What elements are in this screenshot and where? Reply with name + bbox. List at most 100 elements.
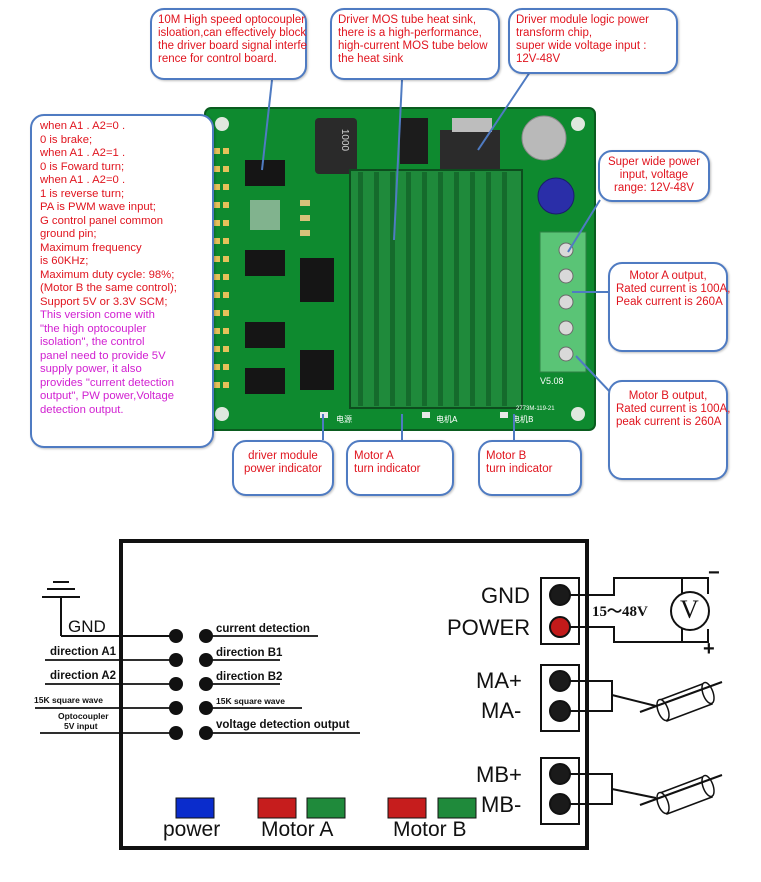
pin-label-direction-a1: direction A1 — [50, 646, 117, 658]
terminal-screw — [558, 268, 574, 284]
heatsink-fin — [374, 172, 379, 406]
callout-line: 1 is reverse turn; — [40, 187, 125, 200]
callout-line: PA is PWM wave input; — [40, 201, 156, 213]
capacitor-silver — [521, 115, 567, 161]
callout-line: there is a high-performance, — [338, 27, 482, 39]
callout-line: power indicator — [244, 463, 322, 475]
callout-optocoupler: 10M High speed optocoupler isloation,can… — [150, 8, 307, 80]
optocoupler-chip — [245, 250, 285, 276]
terminal-label-mb-minus: MB- — [481, 792, 522, 817]
callout-line: Driver module logic power — [516, 14, 649, 26]
mounting-hole — [571, 117, 585, 131]
callout-line: isloation,can effectively block — [158, 27, 307, 39]
optocoupler-chip — [245, 368, 285, 394]
regulator-tab — [452, 118, 492, 132]
legend-motor-b-label: Motor B — [393, 818, 467, 841]
terminal-label-ma-minus: MA- — [481, 698, 522, 723]
header-pin — [223, 292, 229, 298]
callout-line-highlight: isolation", the control — [40, 336, 145, 348]
callout-line: when A1 . A2=0 . — [40, 120, 126, 132]
pin-label-current-detection: current detection — [216, 623, 310, 635]
heatsink-fin — [390, 172, 395, 406]
callout-line: turn indicator — [354, 463, 421, 475]
callout-motor-b-output: Motor B output, Rated current is 100A, p… — [608, 380, 730, 480]
heatsink-fin — [502, 172, 507, 406]
pin-label-opto-input-1: Optocoupler — [58, 711, 109, 721]
header-pin — [223, 274, 229, 280]
callout-line: 10M High speed optocoupler — [158, 14, 306, 26]
silk-motor-b-label: 电机B — [512, 414, 534, 424]
heatsink-fin — [358, 172, 363, 406]
mounting-hole — [215, 117, 229, 131]
callout-line: rence for control board. — [158, 53, 277, 65]
terminal-screw — [558, 294, 574, 310]
callout-line: turn indicator — [486, 463, 553, 475]
voltage-range-label: 15～48V — [592, 604, 648, 620]
header-pin — [214, 328, 220, 334]
terminal-label-ma-plus: MA+ — [476, 668, 522, 693]
capacitor-1000uf — [315, 118, 357, 174]
callout-line: super wide voltage input : — [516, 40, 647, 52]
callout-line: input, voltage — [619, 169, 689, 181]
callout-line-highlight: "the high optocoupler — [40, 322, 147, 335]
header-pin — [223, 166, 229, 172]
callout-line: the heat sink — [338, 53, 404, 65]
heatsink-fin — [470, 172, 475, 406]
callout-line-highlight: output", PW power,Voltage — [40, 390, 175, 402]
callout-line: Motor B — [486, 450, 527, 462]
silk-power-label: 电源 — [336, 414, 352, 424]
header-pin — [223, 382, 229, 388]
heatsink-fin — [486, 172, 491, 406]
header-pin — [214, 346, 220, 352]
header-pin — [214, 220, 220, 226]
date-code: 2773M-119-21 — [516, 406, 555, 412]
heatsink-fin — [454, 172, 459, 406]
callout-line: Motor A — [354, 450, 394, 462]
header-pin — [223, 148, 229, 154]
callout-line: the driver board signal interfe — [158, 40, 307, 52]
smd-component — [300, 200, 310, 206]
callout-line: peak current is 260A — [616, 416, 722, 428]
optocoupler-chip — [245, 160, 285, 186]
motor-a-led — [422, 412, 430, 418]
heatsink-fin — [422, 172, 427, 406]
callout-line: Peak current is 260A — [616, 296, 723, 308]
pin-label-opto-input-2: 5V input — [64, 721, 98, 731]
terminal-label-gnd: GND — [481, 583, 530, 608]
pin-label-voltage-detection: voltage detection output — [216, 719, 350, 731]
header-pin — [214, 382, 220, 388]
callout-line: transform chip, — [516, 27, 593, 39]
terminal-screw — [558, 346, 574, 362]
smd-component — [300, 230, 310, 236]
callout-power-indicator: driver module power indicator — [232, 440, 334, 496]
inductor — [400, 118, 428, 164]
header-pin — [214, 238, 220, 244]
callout-line-highlight: supply power, it also — [40, 363, 142, 375]
mounting-hole — [215, 407, 229, 421]
capacitor-label: 1000 — [339, 129, 350, 152]
callout-line: when A1 . A2=0 . — [40, 174, 126, 186]
header-pin — [223, 346, 229, 352]
ic-chip — [300, 350, 334, 390]
terminal-screw — [558, 320, 574, 336]
callout-line: Motor B output, — [628, 390, 708, 402]
callout-line-highlight: This version come with — [40, 309, 155, 321]
version-label: V5.08 — [540, 376, 564, 386]
header-pin — [214, 274, 220, 280]
callout-line: Maximum duty cycle: 98%; — [40, 268, 175, 281]
header-pin — [214, 148, 220, 154]
resistor-array — [250, 200, 280, 230]
pin-label-direction-b2: direction B2 — [216, 671, 283, 683]
callout-power-input: Super wide power input, voltage range: 1… — [598, 150, 710, 202]
heatsink-fin — [406, 172, 411, 406]
pin-label-15k-right: 15K square wave — [216, 696, 285, 706]
callout-line: Driver MOS tube heat sink, — [338, 14, 477, 26]
silk-motor-a-label: 电机A — [436, 414, 458, 424]
header-pin — [214, 166, 220, 172]
callout-line: Support 5V or 3.3V SCM; — [40, 295, 168, 308]
header-pin — [223, 238, 229, 244]
plus-sign: + — [703, 638, 715, 660]
voltmeter-symbol: V — [680, 595, 699, 624]
terminal-label-power: POWER — [447, 615, 531, 640]
